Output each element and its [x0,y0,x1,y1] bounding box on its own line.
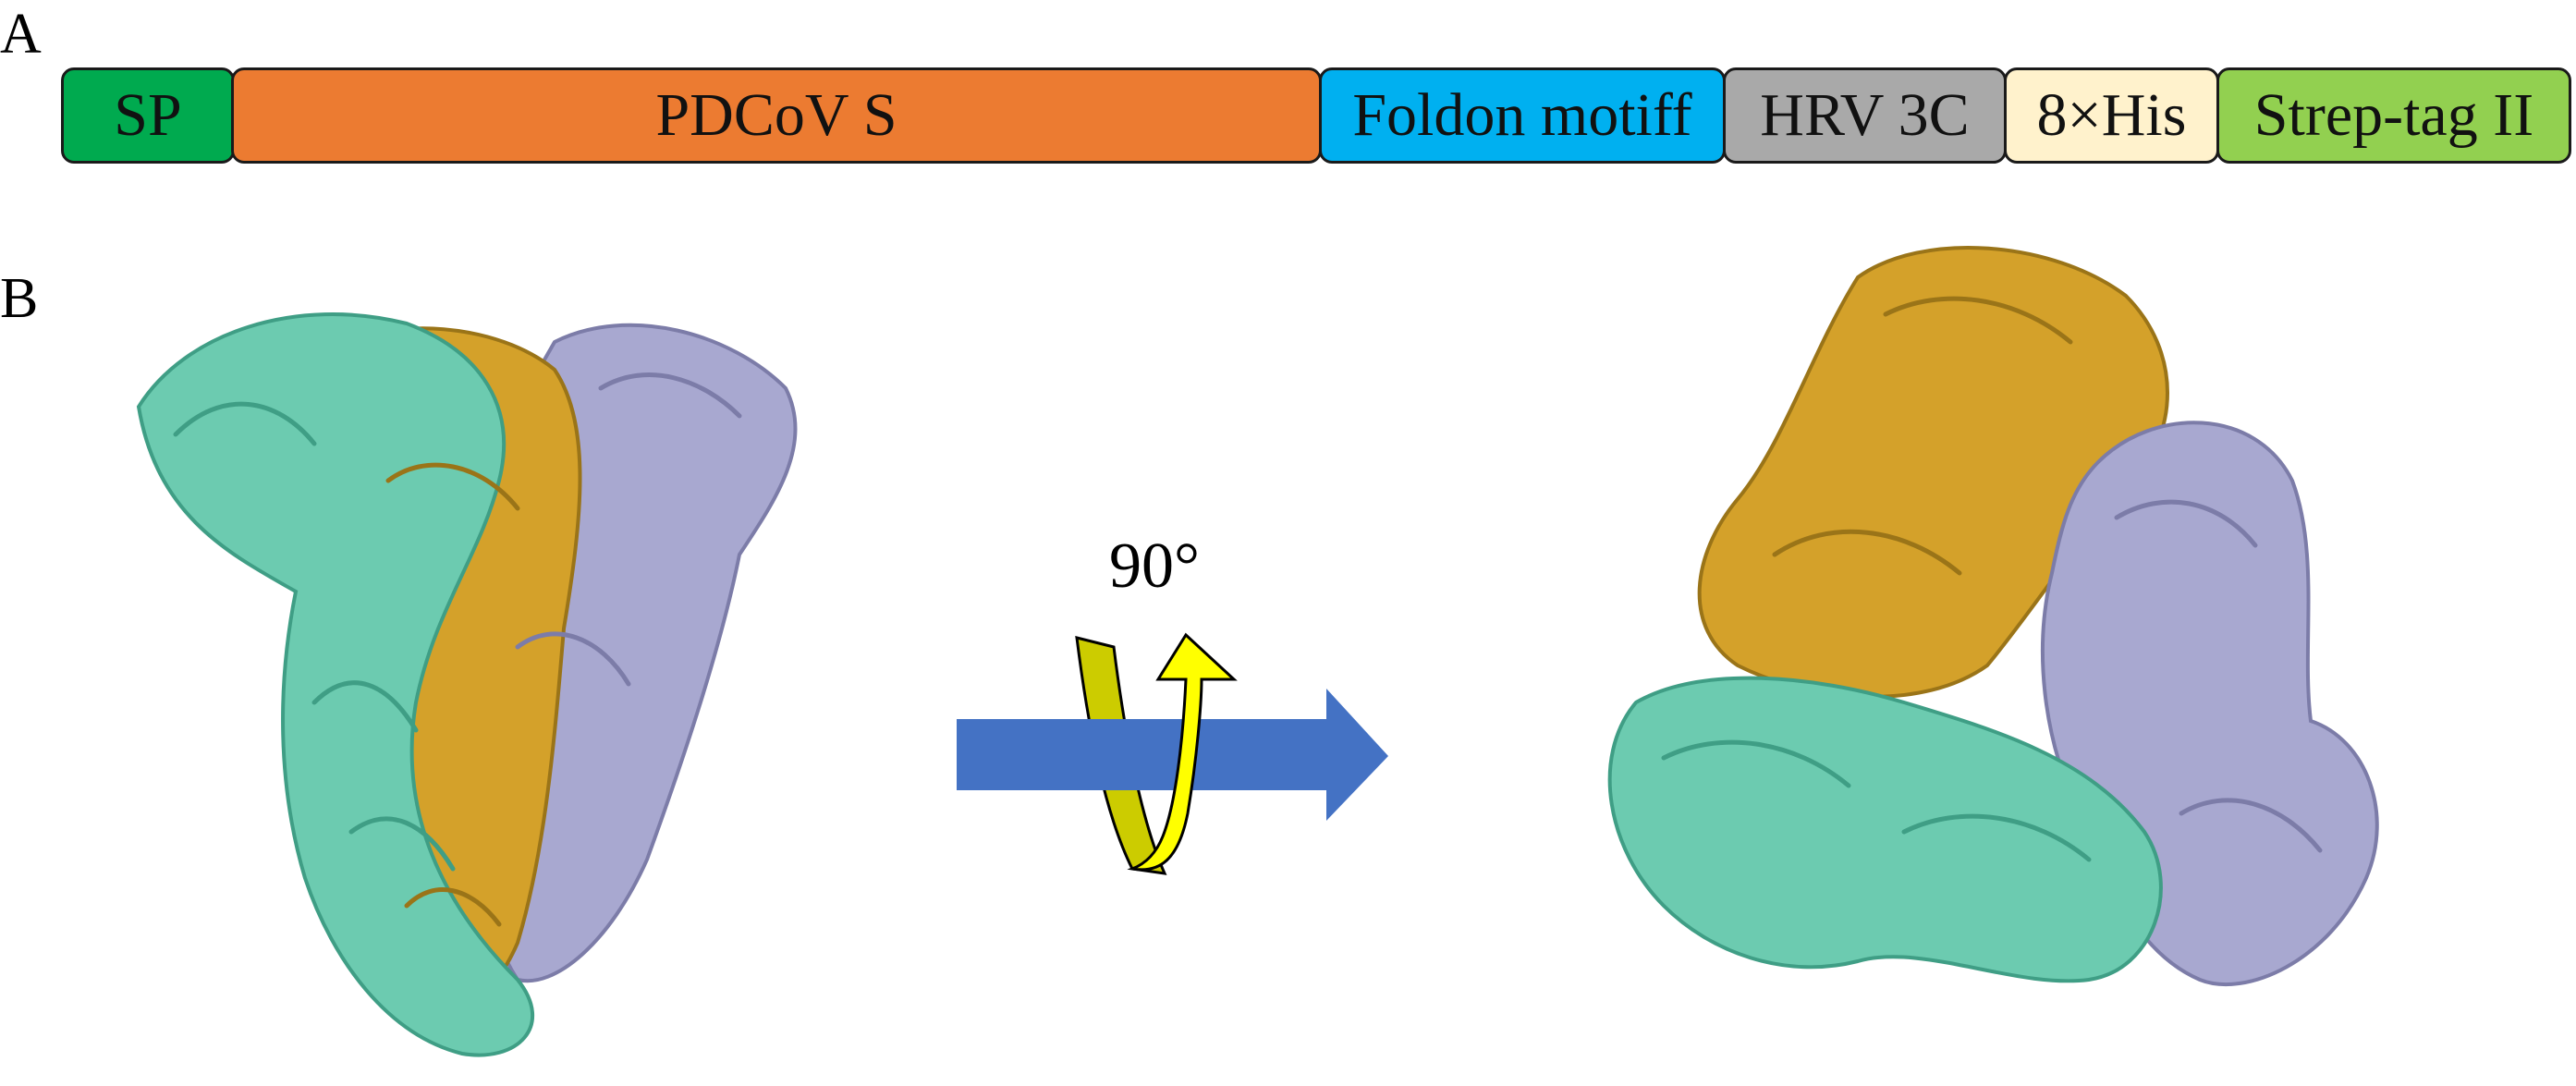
ribbon-teal-top-1 [1661,739,1851,788]
ribbon-teal-2 [311,680,419,733]
segment-hrv-3c: HRV 3C [1723,67,2007,164]
chain-teal-top [1607,676,2163,983]
ribbon-gold-1 [385,462,520,511]
ribbon-teal-3 [348,816,456,872]
rotation-angle-label: 90° [1109,531,1200,602]
ribbon-teal-top-2 [1901,813,2092,862]
spike-side-view [136,312,798,1057]
spike-top-view [1607,246,2379,986]
chain-gold-top [1697,246,2169,699]
ribbon-gold-2 [404,887,502,927]
ribbon-lavender-2 [515,631,631,687]
straight-arrow-icon [957,689,1388,821]
ribbon-gold-top-2 [1772,529,1962,576]
curl-arrow-front [1127,632,1238,872]
segment-sp: SP [61,67,235,164]
segment-foldon-motif: Foldon motiff [1319,67,1726,164]
segment-strep-tag-ii: Strep-tag II [2216,67,2571,164]
segment-pdcov-s: PDCoV S [231,67,1322,164]
ribbon-gold-top-1 [1883,296,2073,345]
construct-schematic: SP PDCoV S Foldon motiff HRV 3C 8×His St… [0,0,2576,185]
ribbon-teal-1 [173,401,317,446]
ribbon-lavender-top-2 [2179,798,2323,853]
segment-foldon-motif-label: Foldon motiff [1352,81,1692,149]
panel-label-a: A [0,3,42,66]
segment-pdcov-s-label: PDCoV S [655,81,897,149]
segment-8xhis-label: 8×His [2036,81,2187,149]
segment-hrv-3c-label: HRV 3C [1760,81,1970,149]
panel-label-b: B [0,267,39,330]
rotation-symbol [957,632,1388,875]
segment-sp-label: SP [114,81,182,149]
ribbon-lavender-1 [598,372,742,419]
segment-strep-tag-ii-label: Strep-tag II [2253,81,2534,149]
ribbon-lavender-top-1 [2114,499,2258,548]
